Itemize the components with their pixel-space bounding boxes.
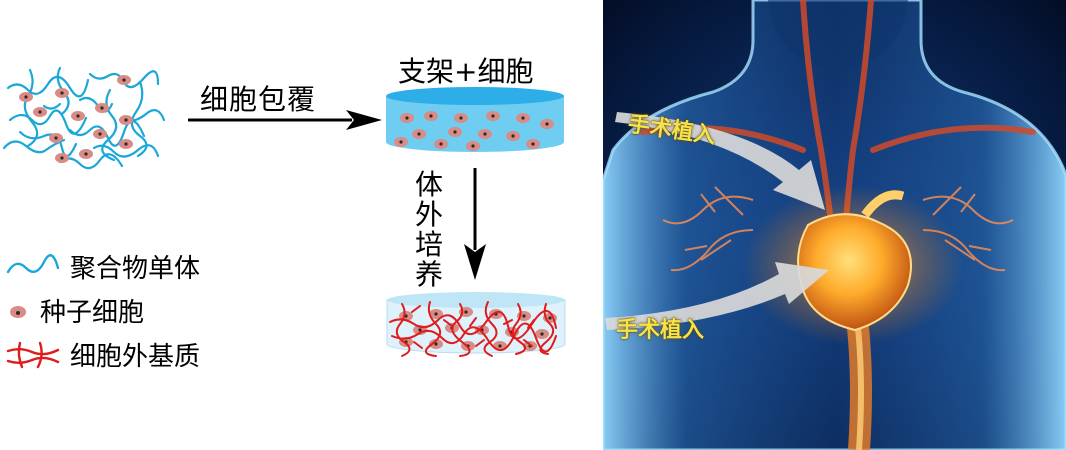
culture-arrow <box>464 168 486 280</box>
seed-cell-icon <box>10 305 26 318</box>
surgery-label-lower: 手术植入 <box>616 318 705 343</box>
legend-item-cell: 种子细胞 <box>6 292 144 329</box>
step-label-coating: 细胞包覆 <box>200 83 317 116</box>
extracellular-matrix-icon <box>6 341 60 368</box>
scaffold-disc <box>386 87 564 152</box>
legend-item-matrix: 细胞外基质 <box>6 336 200 373</box>
polymer-cell-network <box>2 66 166 170</box>
legend-label-cell: 种子细胞 <box>40 298 145 328</box>
legend-label-polymer: 聚合物单体 <box>70 254 201 284</box>
anatomy-illustration <box>603 0 1066 450</box>
legend-label-matrix: 细胞外基质 <box>70 342 201 372</box>
scaffold-label: 支架+细胞 <box>398 55 534 88</box>
culture-label: 体外培养 <box>414 168 443 291</box>
coating-arrow <box>188 110 382 130</box>
polymer-line-icon <box>6 253 60 273</box>
legend-item-polymer: 聚合物单体 <box>6 248 200 285</box>
matrix-disc <box>386 292 566 357</box>
